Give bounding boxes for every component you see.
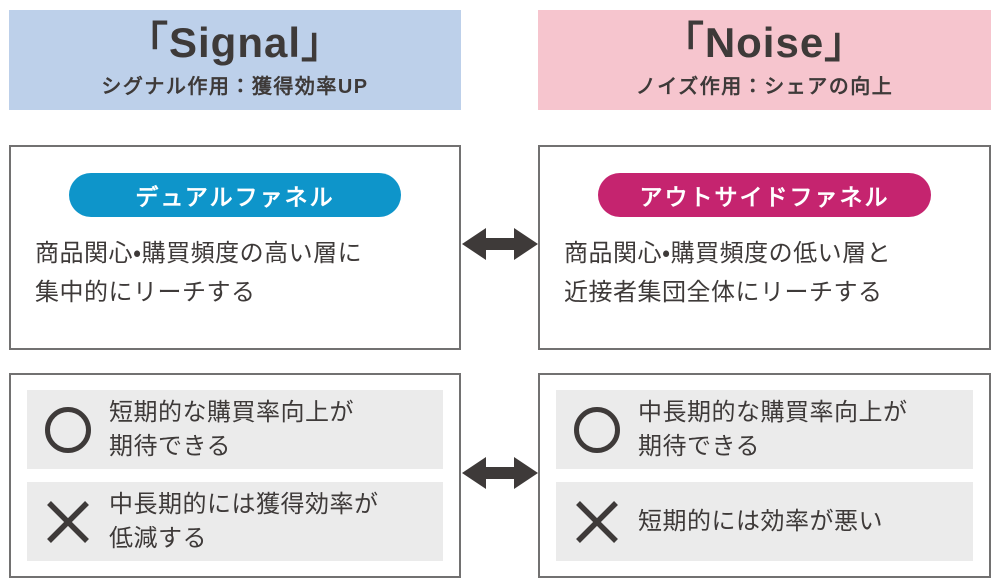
noise-points-box: 中長期的な購買率向上が 期待できる 短期的には効率が悪い [538, 373, 991, 578]
signal-funnel-badge: デュアルファネル [69, 173, 401, 217]
signal-header: 「Signal」 シグナル作用：獲得効率UP [9, 10, 461, 110]
signal-points-box: 短期的な購買率向上が 期待できる 中長期的には獲得効率が 低減する [9, 373, 461, 578]
point-text: 中長期的な購買率向上が 期待できる [638, 398, 908, 460]
point-row: 短期的には効率が悪い [556, 482, 973, 561]
cross-mark-icon [41, 498, 95, 546]
signal-funnel-description: 商品関心・購買頻度の高い層に 集中的にリーチする [35, 240, 363, 306]
point-text: 短期的には効率が悪い [638, 507, 883, 535]
noise-column: 「Noise」 ノイズ作用：シェアの向上 アウトサイドファネル 商品関心・購買頻… [538, 10, 991, 578]
noise-funnel-badge: アウトサイドファネル [598, 173, 931, 217]
signal-title: 「Signal」 [125, 18, 345, 66]
noise-funnel-description: 商品関心・購買頻度の低い層と 近接者集団全体にリーチする [564, 240, 892, 306]
point-row: 短期的な購買率向上が 期待できる [27, 390, 443, 469]
noise-funnel-box: アウトサイドファネル 商品関心・購買頻度の低い層と 近接者集団全体にリーチする [538, 145, 991, 350]
bidirectional-arrow-icon [462, 228, 538, 260]
signal-funnel-box: デュアルファネル 商品関心・購買頻度の高い層に 集中的にリーチする [9, 145, 461, 350]
noise-header: 「Noise」 ノイズ作用：シェアの向上 [538, 10, 991, 110]
circle-mark-icon [41, 406, 95, 453]
noise-title: 「Noise」 [661, 18, 868, 66]
point-text: 短期的な購買率向上が 期待できる [109, 398, 354, 460]
noise-subtitle: ノイズ作用：シェアの向上 [635, 75, 894, 98]
point-text: 中長期的には獲得効率が 低減する [109, 490, 379, 552]
circle-mark-icon [570, 406, 624, 453]
point-row: 中長期的な購買率向上が 期待できる [556, 390, 973, 469]
cross-mark-icon [570, 498, 624, 546]
bidirectional-arrow-icon [462, 457, 538, 489]
signal-column: 「Signal」 シグナル作用：獲得効率UP デュアルファネル 商品関心・購買頻… [9, 10, 461, 578]
signal-subtitle: シグナル作用：獲得効率UP [101, 75, 369, 98]
point-row: 中長期的には獲得効率が 低減する [27, 482, 443, 561]
